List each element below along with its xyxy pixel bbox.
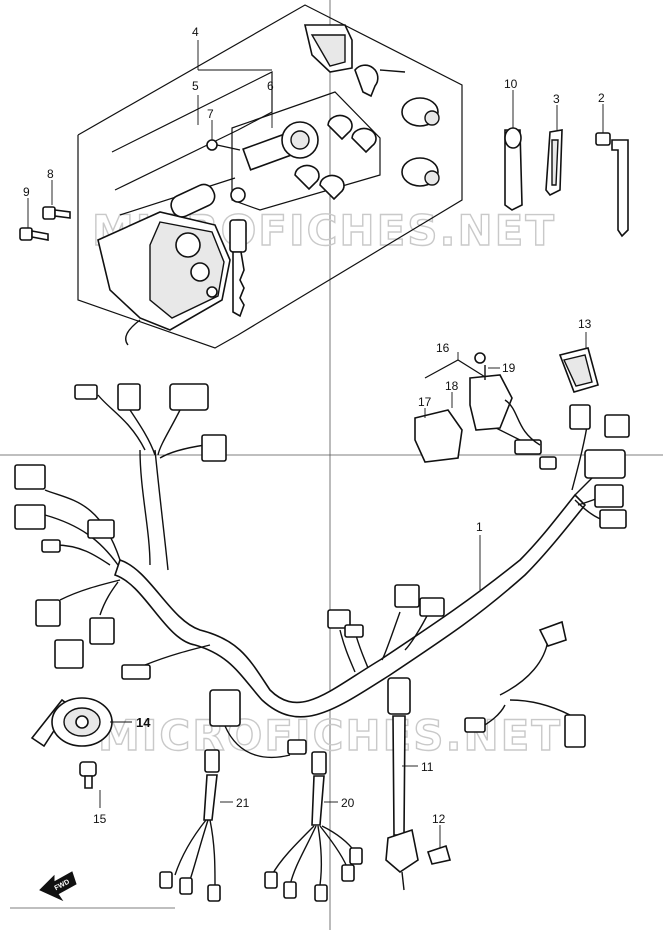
callout-14: 14 [136, 715, 151, 730]
horn [30, 697, 113, 748]
switch-screw [426, 844, 452, 865]
callout-10: 10 [504, 77, 518, 91]
callout-5: 5 [192, 79, 199, 93]
callout-20: 20 [341, 796, 355, 810]
callout-19: 19 [502, 361, 516, 375]
screw-7 [206, 139, 241, 151]
horn-bolt [79, 761, 97, 789]
callout-12: 12 [432, 812, 446, 826]
sensor-assembly [414, 352, 541, 463]
callout-1: 1 [476, 520, 483, 534]
relay [558, 347, 599, 393]
ignition-key [229, 187, 247, 318]
callout-8: 8 [47, 167, 54, 181]
forward-direction-badge: FWD [39, 871, 77, 902]
sub-harness-21 [159, 749, 221, 902]
main-wiring-harness [44, 394, 616, 729]
callout-3: 3 [553, 92, 560, 106]
helmet-lock [401, 97, 440, 187]
bolts [19, 206, 71, 241]
callout-15: 15 [93, 812, 107, 826]
callout-18: 18 [445, 379, 459, 393]
callout-2: 2 [598, 91, 605, 105]
callout-13: 13 [578, 317, 592, 331]
seat-lock-cylinder [242, 114, 377, 201]
sub-harness-20 [264, 751, 363, 902]
tool-screwdriver [595, 132, 629, 238]
side-stand-switch [385, 677, 419, 891]
fuel-lid-lock [303, 24, 406, 98]
lock-set-assembly [77, 4, 463, 349]
callout-16: 16 [436, 341, 450, 355]
callout-6: 6 [267, 79, 274, 93]
center-sub-harness [209, 689, 307, 759]
callout-4: 4 [192, 25, 199, 39]
harness-connectors [14, 383, 630, 748]
callout-9: 9 [23, 185, 30, 199]
callout-leaders [27, 40, 604, 848]
watermark-bottom: MICROFICHES.NET [98, 711, 562, 760]
ignition-switch [97, 183, 231, 346]
tool-wrench [504, 127, 523, 211]
callout-7: 7 [207, 107, 214, 121]
callout-17: 17 [418, 395, 432, 409]
callout-11: 11 [421, 760, 434, 774]
tool-spanner [545, 129, 563, 197]
callout-labels: 4 5 6 7 8 9 10 3 2 13 16 19 18 17 1 14 1… [23, 25, 605, 826]
callout-21: 21 [236, 796, 250, 810]
